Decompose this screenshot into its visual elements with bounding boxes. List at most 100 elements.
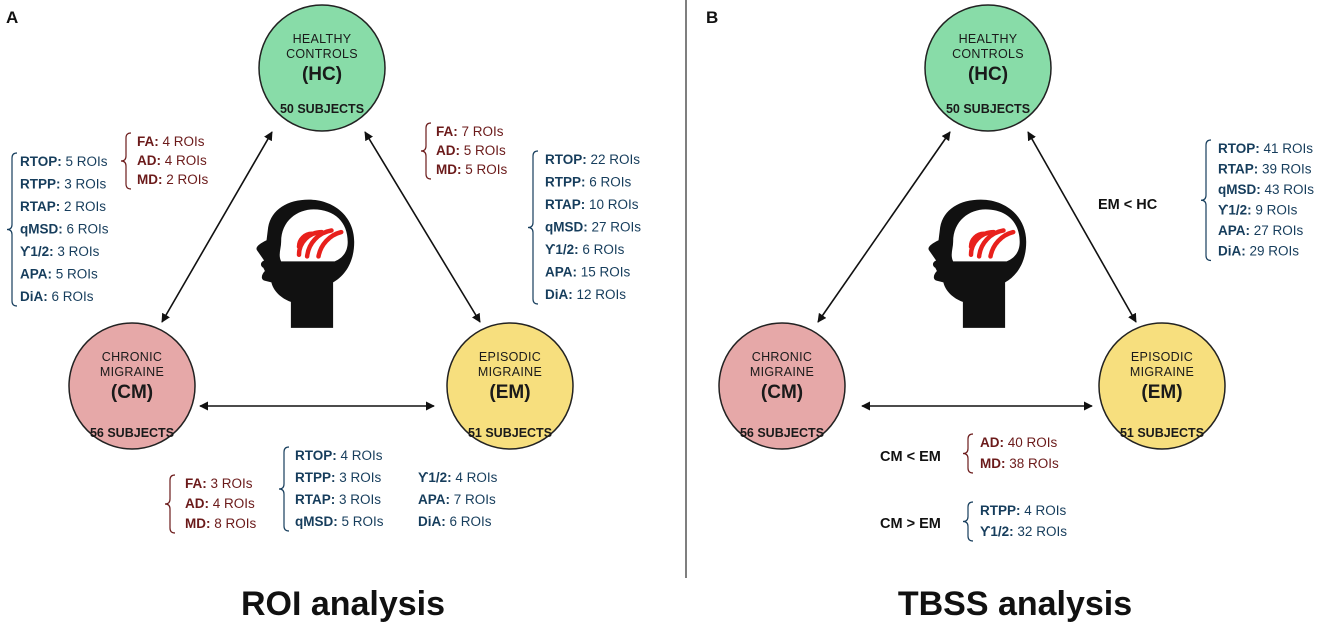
panel-a: A HEALTHY CONTROLS (HC) 50 SUBJECTS CHRO… [6, 4, 642, 623]
metric-row: MD: 8 ROIs [185, 516, 257, 531]
metric-value: 5 ROIs [62, 154, 108, 169]
metric-row: RTPP: 4 ROIs [980, 503, 1067, 518]
em-line1: EPISODIC [479, 350, 541, 364]
em-line2-b: MIGRAINE [1130, 365, 1194, 379]
metric-row: APA: 5 ROIs [20, 267, 98, 282]
metric-row: APA: 7 ROIs [418, 492, 496, 507]
metric-row: RTAP: 39 ROIs [1218, 162, 1312, 177]
metric-value: 4 ROIs [1021, 503, 1067, 518]
metric-value: 5 ROIs [460, 143, 506, 158]
em-line1-b: EPISODIC [1131, 350, 1193, 364]
panel-b: B HEALTHY CONTROLS (HC) 50 SUBJECTS CHRO… [706, 4, 1314, 623]
panel-a-title: ROI analysis [241, 585, 445, 623]
metric-label: RTAP: [20, 199, 60, 214]
metric-row: RTOP: 41 ROIs [1218, 141, 1313, 156]
arrow-hc-cm [161, 131, 273, 323]
metric-value: 15 ROIs [577, 265, 631, 280]
em-abbr: (EM) [489, 382, 530, 403]
metric-label: qMSD: [1218, 182, 1261, 197]
metric-label: RTPP: [20, 177, 61, 192]
cm-subjects-b: 56 SUBJECTS [740, 426, 824, 440]
metric-label: DiA: [418, 514, 446, 529]
metric-value: 9 ROIs [1252, 203, 1298, 218]
metric-row: qMSD: 6 ROIs [20, 222, 109, 237]
metric-value: 3 ROIs [207, 476, 253, 491]
metric-label: FA: [185, 476, 207, 491]
group-brace [278, 446, 290, 532]
metric-label: MD: [980, 456, 1006, 471]
metric-value: 27 ROIs [588, 220, 642, 235]
metric-value: 22 ROIs [587, 152, 641, 167]
metric-label: RTOP: [1218, 141, 1260, 156]
metric-label: FA: [137, 134, 159, 149]
group-brace [6, 152, 18, 307]
metric-label: MD: [137, 172, 163, 187]
metric-row: AD: 4 ROIs [185, 496, 255, 511]
hc-abbr-b: (HC) [968, 64, 1008, 85]
group-brace [420, 122, 432, 180]
metric-value: 27 ROIs [1250, 223, 1304, 238]
metric-row: qMSD: 5 ROIs [295, 514, 384, 529]
metric-value: 2 ROIs [60, 199, 106, 214]
metric-value: 32 ROIs [1014, 524, 1068, 539]
metric-value: 3 ROIs [336, 470, 382, 485]
metric-value: 29 ROIs [1246, 244, 1300, 259]
metric-row: qMSD: 43 ROIs [1218, 182, 1314, 197]
em-line2: MIGRAINE [478, 365, 542, 379]
em-circle [446, 322, 574, 450]
metric-row: DiA: 29 ROIs [1218, 244, 1299, 259]
metric-value: 6 ROIs [579, 242, 625, 257]
hc-subjects-b: 50 SUBJECTS [946, 102, 1030, 116]
metric-label: RTOP: [20, 154, 62, 169]
metric-label: RTOP: [545, 152, 587, 167]
panel-b-title: TBSS analysis [898, 585, 1132, 623]
metric-label: RTOP: [295, 448, 337, 463]
node-episodic-migraine-b: EPISODIC MIGRAINE (EM) 51 SUBJECTS [1098, 322, 1226, 450]
metric-value: 7 ROIs [458, 124, 504, 139]
metric-row: DiA: 12 ROIs [545, 287, 626, 302]
metric-row: FA: 7 ROIs [436, 124, 504, 139]
metric-value: 5 ROIs [338, 514, 384, 529]
group-brace [120, 132, 132, 190]
metric-value: 4 ROIs [337, 448, 383, 463]
panel-b-letter: B [706, 8, 718, 27]
metric-value: 38 ROIs [1006, 456, 1060, 471]
cm-circle-b [718, 322, 846, 450]
head-brain-icon [256, 200, 354, 328]
comparison-cm-lt-em: CM < EM [880, 449, 941, 465]
metric-value: 12 ROIs [573, 287, 627, 302]
metric-value: 40 ROIs [1004, 435, 1058, 450]
metric-value: 4 ROIs [161, 153, 207, 168]
comparison-em-lt-hc: EM < HC [1098, 197, 1158, 213]
arrow-hc-cm-b [817, 131, 951, 323]
group-brace [164, 474, 176, 534]
metric-value: 8 ROIs [211, 516, 257, 531]
metric-label: ϒ1/2: [545, 242, 579, 257]
metric-label: qMSD: [20, 222, 63, 237]
hc-line2-b: CONTROLS [952, 47, 1024, 61]
metric-value: 39 ROIs [1258, 162, 1312, 177]
group-brace [962, 433, 974, 474]
metric-row: ϒ1/2: 6 ROIs [545, 242, 625, 257]
metric-row: RTPP: 6 ROIs [545, 175, 632, 190]
metric-row: AD: 5 ROIs [436, 143, 506, 158]
cm-abbr-b: (CM) [761, 382, 803, 403]
hc-circle-b [924, 4, 1052, 132]
metric-row: DiA: 6 ROIs [20, 289, 94, 304]
group-brace [527, 150, 539, 305]
node-chronic-migraine-b: CHRONIC MIGRAINE (CM) 56 SUBJECTS [718, 322, 846, 450]
metric-row: RTAP: 2 ROIs [20, 199, 106, 214]
hc-subjects: 50 SUBJECTS [280, 102, 364, 116]
metric-value: 5 ROIs [462, 162, 508, 177]
cm-circle [68, 322, 196, 450]
node-healthy-controls: HEALTHY CONTROLS (HC) 50 SUBJECTS [258, 4, 386, 132]
comparison-cm-gt-em: CM > EM [880, 516, 941, 532]
metric-row: APA: 27 ROIs [1218, 223, 1304, 238]
metric-value: 4 ROIs [159, 134, 205, 149]
metric-row: RTAP: 3 ROIs [295, 492, 381, 507]
